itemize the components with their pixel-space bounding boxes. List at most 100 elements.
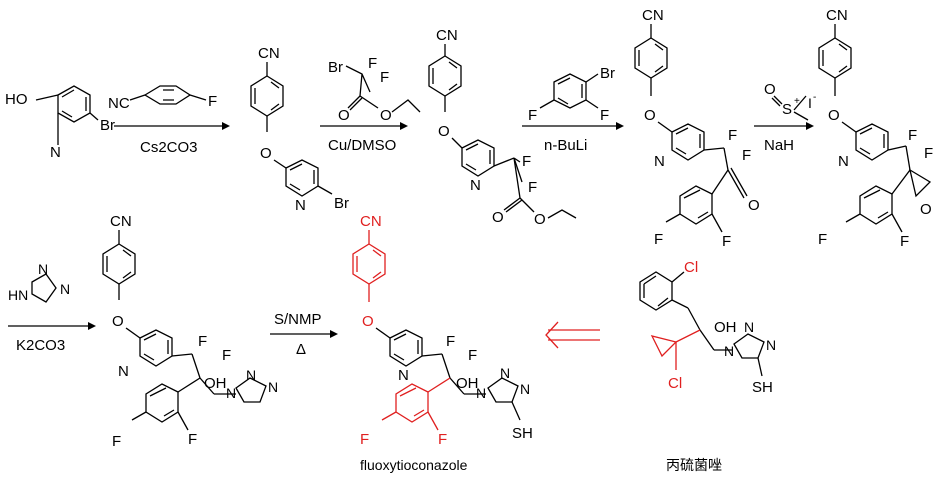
compound-bromopyridinol: HO N Br	[5, 85, 115, 161]
oxirane-o-label: O	[920, 201, 932, 218]
ketone-f-label-b: F	[742, 147, 751, 164]
aryl-f-label-a: F	[528, 107, 537, 124]
product-f-label-b: F	[468, 347, 477, 364]
triazole-ring-n-label-c: N	[268, 379, 278, 395]
cn-label-2: CN	[258, 45, 280, 62]
reaction-arrow-2: Br F F O O Cu/DMSO	[320, 55, 421, 154]
ketone-aryl-f-label-a: F	[654, 231, 663, 248]
reagent-cs2co3: Cs2CO3	[140, 139, 198, 156]
product-aryl-f-label-b: F	[438, 431, 447, 448]
oxirane-aryl-f-label-b: F	[900, 233, 909, 250]
pyridine-n-label-3: N	[470, 177, 481, 194]
reaction-arrow-5: N N HN K2CO3	[8, 261, 96, 354]
pyridine-n-label: N	[50, 144, 61, 161]
ester-o-label-b: O	[534, 211, 546, 228]
triazole-n-label-a: N	[38, 261, 48, 277]
bromine-label-2: Br	[334, 195, 349, 212]
iodide-charge: -	[813, 92, 816, 103]
compound-triazole-alcohol: CN O N F F OH N N N F F	[102, 213, 278, 450]
ref-sh-label: SH	[752, 379, 773, 396]
product-pyridine-n-label: N	[398, 367, 409, 384]
reagent-heat: Δ	[296, 341, 306, 358]
reagent-k2co3: K2CO3	[16, 337, 65, 354]
ketone-aryl-f-label-b: F	[722, 233, 731, 250]
sulfoxonium-charge: +	[794, 96, 800, 107]
cn-label-4: CN	[642, 7, 664, 24]
sulfoxonium-o-label: O	[764, 81, 776, 98]
compound-ketone: CN O N F F O F F	[634, 7, 760, 250]
sulfoxonium-s-label: S	[782, 101, 792, 118]
ref-cl-label-b: Cl	[668, 375, 682, 392]
pyridine-n-label-6: N	[118, 363, 129, 380]
compound-prothioconazole: Cl OH N N N SH Cl 丙硫菌唑	[639, 259, 776, 473]
product-name: fluoxytioconazole	[360, 457, 468, 473]
compound-fluoxytioconazole: CN O N F F OH N N N SH F F fluoxytiocona…	[352, 213, 533, 473]
ether-o-label-2: O	[260, 145, 272, 162]
ether-o-label-6: O	[112, 313, 124, 330]
pyridine-n-label-5: N	[838, 153, 849, 170]
reagent-cu-dmso: Cu/DMSO	[328, 137, 396, 154]
pyridine-n-label-4: N	[654, 153, 665, 170]
retrosynthetic-arrow	[545, 321, 600, 349]
compound-oxirane: CN O N F F O F F	[818, 7, 933, 250]
cf2-f-label-b: F	[528, 179, 537, 196]
product-triazole-n-label-b: N	[476, 385, 486, 401]
compound-bromopyridyl-ether: CN O N Br	[250, 45, 349, 214]
oxirane-aryl-f-label-a: F	[818, 231, 827, 248]
reagent-o-label-a: O	[338, 107, 350, 124]
product-triazole-n-label-a: N	[500, 365, 510, 381]
reagent-s-nmp: S/NMP	[274, 311, 322, 328]
product-f-label-a: F	[446, 333, 455, 350]
cn-label-3: CN	[436, 27, 458, 44]
ref-oh-label: OH	[714, 319, 737, 336]
product-cn-label: CN	[360, 213, 382, 230]
cn-label-6: CN	[110, 213, 132, 230]
oxirane-f-label-a: F	[908, 127, 917, 144]
ref-triazole-n-label-b: N	[724, 343, 734, 359]
reagent-f-label-b: F	[380, 69, 389, 86]
product-ether-o-label: O	[362, 313, 374, 330]
nitrile-label: NC	[108, 95, 130, 112]
ether-o-label-4: O	[644, 107, 656, 124]
reagent-f-label-a: F	[368, 55, 377, 72]
reagent-br-label: Br	[328, 59, 343, 76]
hydroxyl-label: HO	[5, 91, 28, 108]
ether-o-label-3: O	[438, 123, 450, 140]
reagent-nah: NaH	[764, 137, 794, 154]
ether-o-label-5: O	[828, 107, 840, 124]
triazole-ring-n-label-a: N	[246, 367, 256, 383]
aryl-f-label-b: F	[600, 107, 609, 124]
reagent-nbuli: n-BuLi	[544, 137, 587, 154]
alcohol-oh-label: OH	[204, 375, 227, 392]
reaction-arrow-1: NC F Cs2CO3	[108, 85, 230, 156]
ketone-f-label-a: F	[728, 127, 737, 144]
ref-triazole-n-label-c: N	[766, 337, 776, 353]
product-sh-label: SH	[512, 425, 533, 442]
ketone-o-label: O	[748, 197, 760, 214]
iodide-label: I	[808, 95, 812, 111]
reagent-o-label-b: O	[380, 107, 392, 124]
product-triazole-n-label-c: N	[520, 381, 530, 397]
compound-difluoroester: CN O N F F O O	[428, 27, 577, 228]
aryl-br-label: Br	[600, 65, 615, 82]
triazole-n-label-b: N	[60, 281, 70, 297]
reaction-arrow-4: O S + I - NaH	[754, 81, 816, 154]
reaction-arrow-3: Br F F n-BuLi	[522, 65, 624, 154]
ref-cl-label-a: Cl	[684, 259, 698, 276]
reaction-arrow-6: S/NMP Δ	[270, 311, 338, 358]
oxirane-f-label-b: F	[924, 145, 933, 162]
product-oh-label: OH	[456, 375, 479, 392]
triazole-cmpd-f-label-a: F	[198, 333, 207, 350]
triazole-hn-label: HN	[8, 287, 28, 303]
reference-name: 丙硫菌唑	[666, 457, 722, 473]
bromine-label: Br	[100, 117, 115, 134]
cf2-f-label-a: F	[522, 153, 531, 170]
triazole-cmpd-f-label-b: F	[222, 347, 231, 364]
triazole-ring-n-label-b: N	[226, 385, 236, 401]
pyridine-n-label-2: N	[295, 197, 306, 214]
triazole-cmpd-aryl-f-label-b: F	[188, 431, 197, 448]
triazole-cmpd-aryl-f-label-a: F	[112, 433, 121, 450]
cn-label-5: CN	[826, 7, 848, 24]
fluorine-label: F	[208, 93, 217, 110]
